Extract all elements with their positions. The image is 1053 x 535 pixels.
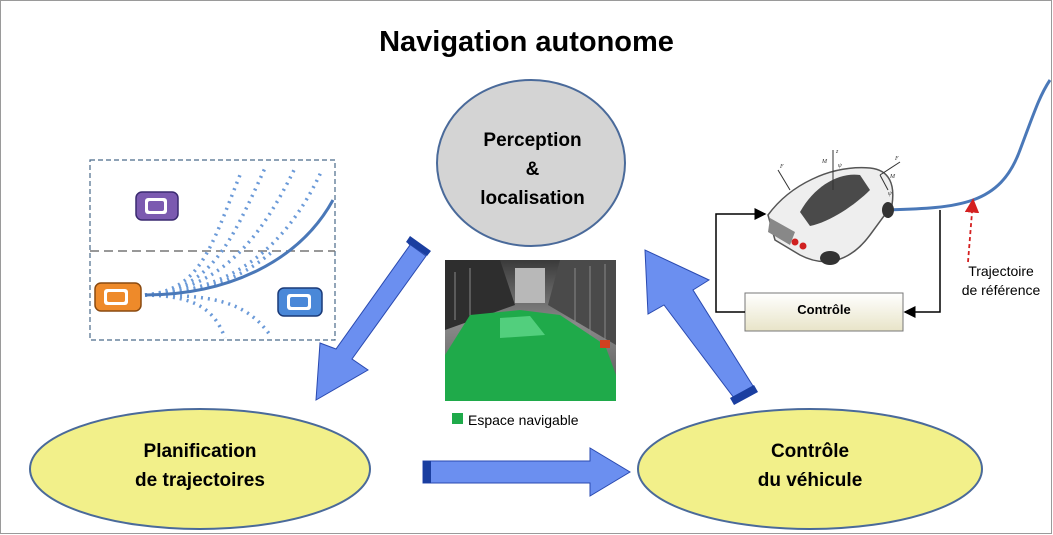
street-scene-image [445,260,616,401]
perception-line1: Perception [483,130,582,151]
svg-text:F: F [779,164,784,170]
arrow-planning-to-control [422,447,631,497]
page-title: Navigation autonome [379,26,674,58]
planning-ellipse [29,408,371,530]
svg-text:ψ: ψ [838,163,842,169]
perception-line2: & [525,159,540,180]
svg-text:M: M [889,174,896,180]
reference-line2: de référence [961,282,1041,298]
vehicle-control-line2: du véhicule [757,470,863,491]
car-orange-icon [94,282,142,312]
planning-label: Planification de trajectoires [40,437,360,495]
control-loop [715,208,941,332]
vehicle-control-line1: Contrôle [770,441,850,462]
reference-line1: Trajectoire [968,263,1034,279]
perception-line3: localisation [480,188,585,209]
arrow-perception-to-planning [315,236,431,401]
legend-label: Espace navigable [468,412,579,428]
reference-trajectory-curve [885,79,1052,212]
svg-text:M: M [821,159,828,165]
svg-text:F: F [894,156,899,162]
arrow-control-to-perception [644,249,758,405]
trajectory-planning-panel [89,159,336,341]
svg-text:ψ: ψ [888,191,892,197]
controle-box-label: Contrôle [797,302,851,317]
reference-trajectory-label: Trajectoire de référence [946,262,1053,300]
perception-circle [436,79,626,247]
vehicle-control-label: Contrôle du véhicule [640,437,980,495]
legend-swatch [452,413,463,424]
controle-box [744,292,904,332]
sports-car-icon: z M ψ F F M ψ [767,149,901,265]
planning-line2: de trajectoires [135,470,265,491]
vehicle-control-ellipse [637,408,983,530]
perception-label: Perception & localisation [440,126,625,213]
car-blue-icon [277,287,323,317]
reference-arrow [964,198,980,263]
svg-text:z: z [835,149,839,155]
car-purple-icon [135,191,179,221]
planning-line1: Planification [143,441,257,462]
